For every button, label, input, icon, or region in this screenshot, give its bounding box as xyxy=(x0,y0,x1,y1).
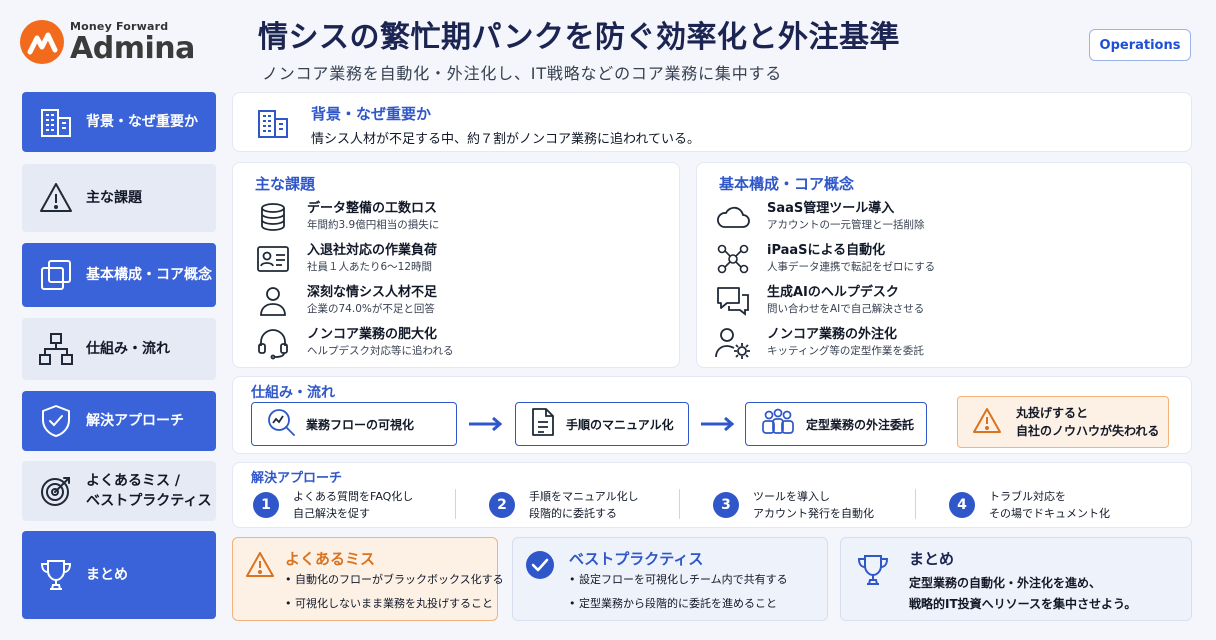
concepts-title: 基本構成・コア概念 xyxy=(719,175,855,193)
issue-item: データ整備の工数ロス年間約3.9億円相当の損失に xyxy=(253,199,439,235)
issues-card: 主な課題 データ整備の工数ロス年間約3.9億円相当の損失に 入退社対応の作業負荷… xyxy=(232,162,680,368)
flow-card: 仕組み・流れ 業務フローの可視化 手順のマニュアル化 定型業務の外注委託 丸投げ… xyxy=(232,376,1192,454)
sidebar-item-label: まとめ xyxy=(86,566,128,583)
mistakes-card: よくあるミス • 自動化のフローがブラックボックス化する • 可視化しないまま業… xyxy=(232,537,504,621)
page-subtitle: ノンコア業務を自動化・外注化し、IT戦略などのコア業務に集中する xyxy=(262,64,783,83)
brand-logo[interactable]: Money Forward Admina xyxy=(20,16,220,68)
issues-title: 主な課題 xyxy=(255,175,316,193)
flow-step: 手順のマニュアル化 xyxy=(515,402,689,446)
divider xyxy=(679,489,680,519)
arrow-right-icon xyxy=(701,416,735,432)
document-icon xyxy=(530,407,556,441)
flow-step: 業務フローの可視化 xyxy=(251,402,457,446)
sidebar-item-background[interactable]: 背景・なぜ重要か xyxy=(22,92,216,152)
best-practice-title: ベストプラクティス xyxy=(569,550,704,568)
concept-item: 生成AIのヘルプデスク問い合わせをAIで自己解決させる xyxy=(713,283,924,319)
warning-icon xyxy=(245,550,275,582)
sidebar-item-label: 解決アプローチ xyxy=(86,412,184,429)
cloud-icon xyxy=(713,199,753,235)
sidebar-item-label: 背景・なぜ重要か xyxy=(86,113,198,130)
sidebar-item-label: 主な課題 xyxy=(86,189,142,206)
building-icon xyxy=(36,102,76,142)
person-icon xyxy=(253,283,293,319)
sidebar-item-summary[interactable]: まとめ xyxy=(22,531,216,619)
admina-logo-icon xyxy=(20,20,64,64)
sidebar-item-flow[interactable]: 仕組み・流れ xyxy=(22,318,216,380)
mistake-bullet: • 可視化しないまま業務を丸投げすること xyxy=(285,597,493,610)
flow-warning: 丸投げすると自社のノウハウが失われる xyxy=(957,396,1169,448)
sidebar-item-approach[interactable]: 解決アプローチ xyxy=(22,391,216,451)
building-icon xyxy=(255,105,291,145)
brand-name: Admina xyxy=(70,30,195,66)
network-icon xyxy=(713,241,753,277)
layers-icon xyxy=(36,255,76,295)
shield-check-icon xyxy=(36,401,76,441)
approach-step: 1 よくある質問をFAQ化し自己解決を促す xyxy=(253,488,413,522)
summary-title: まとめ xyxy=(909,550,955,568)
check-circle-icon xyxy=(525,550,555,584)
trophy-icon xyxy=(855,552,891,592)
issue-item: 入退社対応の作業負荷社員１人あたり6〜12時間 xyxy=(253,241,437,277)
sidebar-item-mistakes-best[interactable]: よくあるミス / ベストプラクティス xyxy=(22,461,216,521)
approach-step: 4 トラブル対応をその場でドキュメント化 xyxy=(949,488,1110,522)
flow-title: 仕組み・流れ xyxy=(251,385,335,401)
arrow-right-icon xyxy=(469,416,503,432)
approach-title: 解決アプローチ xyxy=(251,471,343,486)
concept-item: iPaaSによる自動化人事データ連携で転記をゼロにする xyxy=(713,241,935,277)
sidebar-item-label: 仕組み・流れ xyxy=(86,340,170,357)
user-gear-icon xyxy=(713,325,753,361)
trophy-icon xyxy=(36,555,76,595)
divider xyxy=(455,489,456,519)
chart-search-icon xyxy=(266,407,296,441)
concept-item: SaaS管理ツール導入アカウントの一元管理と一括削除 xyxy=(713,199,925,235)
best-practice-card: ベストプラクティス • 設定フローを可視化しチーム内で共有する • 定型業務から… xyxy=(512,537,828,621)
database-icon xyxy=(253,199,293,235)
team-icon xyxy=(760,408,796,440)
page-title: 情シスの繁忙期パンクを防ぐ効率化と外注基準 xyxy=(258,20,900,55)
approach-step: 3 ツールを導入しアカウント発行を自動化 xyxy=(713,488,874,522)
warning-icon xyxy=(36,178,76,218)
concept-item: ノンコア業務の外注化キッティング等の定型作業を委託 xyxy=(713,325,924,361)
approach-step: 2 手順をマニュアル化し段階的に委託する xyxy=(489,488,639,522)
flow-step: 定型業務の外注委託 xyxy=(745,402,927,446)
sidebar-item-issues[interactable]: 主な課題 xyxy=(22,164,216,232)
operations-button[interactable]: Operations xyxy=(1089,29,1191,61)
sidebar-item-label: 基本構成・コア概念 xyxy=(86,266,212,283)
summary-line: 戦略的IT投資へリソースを集中させよう。 xyxy=(909,597,1137,611)
divider xyxy=(915,489,916,519)
sidebar-item-concepts[interactable]: 基本構成・コア概念 xyxy=(22,243,216,307)
summary-line: 定型業務の自動化・外注化を進め、 xyxy=(909,576,1102,590)
warning-icon xyxy=(972,406,1002,438)
id-card-icon xyxy=(253,241,293,277)
issue-item: ノンコア業務の肥大化ヘルプデスク対応等に追われる xyxy=(253,325,453,361)
flowchart-icon xyxy=(36,329,76,369)
background-title: 背景・なぜ重要か xyxy=(311,105,432,123)
concepts-card: 基本構成・コア概念 SaaS管理ツール導入アカウントの一元管理と一括削除 iPa… xyxy=(696,162,1192,368)
mistakes-title: よくあるミス xyxy=(285,550,376,568)
mistake-bullet: • 自動化のフローがブラックボックス化する xyxy=(285,573,504,586)
issue-item: 深刻な情シス人材不足企業の74.0%が不足と回答 xyxy=(253,283,437,319)
summary-card: まとめ 定型業務の自動化・外注化を進め、 戦略的IT投資へリソースを集中させよう… xyxy=(840,537,1192,621)
sidebar-item-label: よくあるミス / ベストプラクティス xyxy=(86,472,212,509)
headset-icon xyxy=(253,325,293,361)
brand-sub: Money Forward xyxy=(70,19,169,33)
chat-icon xyxy=(713,283,753,319)
approach-card: 解決アプローチ 1 よくある質問をFAQ化し自己解決を促す 2 手順をマニュアル… xyxy=(232,462,1192,528)
best-bullet: • 設定フローを可視化しチーム内で共有する xyxy=(569,573,788,586)
target-icon xyxy=(36,471,76,511)
background-text: 情シス人材が不足する中、約７割がノンコア業務に追われている。 xyxy=(311,132,700,147)
best-bullet: • 定型業務から段階的に委託を進めること xyxy=(569,597,777,610)
background-card: 背景・なぜ重要か 情シス人材が不足する中、約７割がノンコア業務に追われている。 xyxy=(232,92,1192,152)
